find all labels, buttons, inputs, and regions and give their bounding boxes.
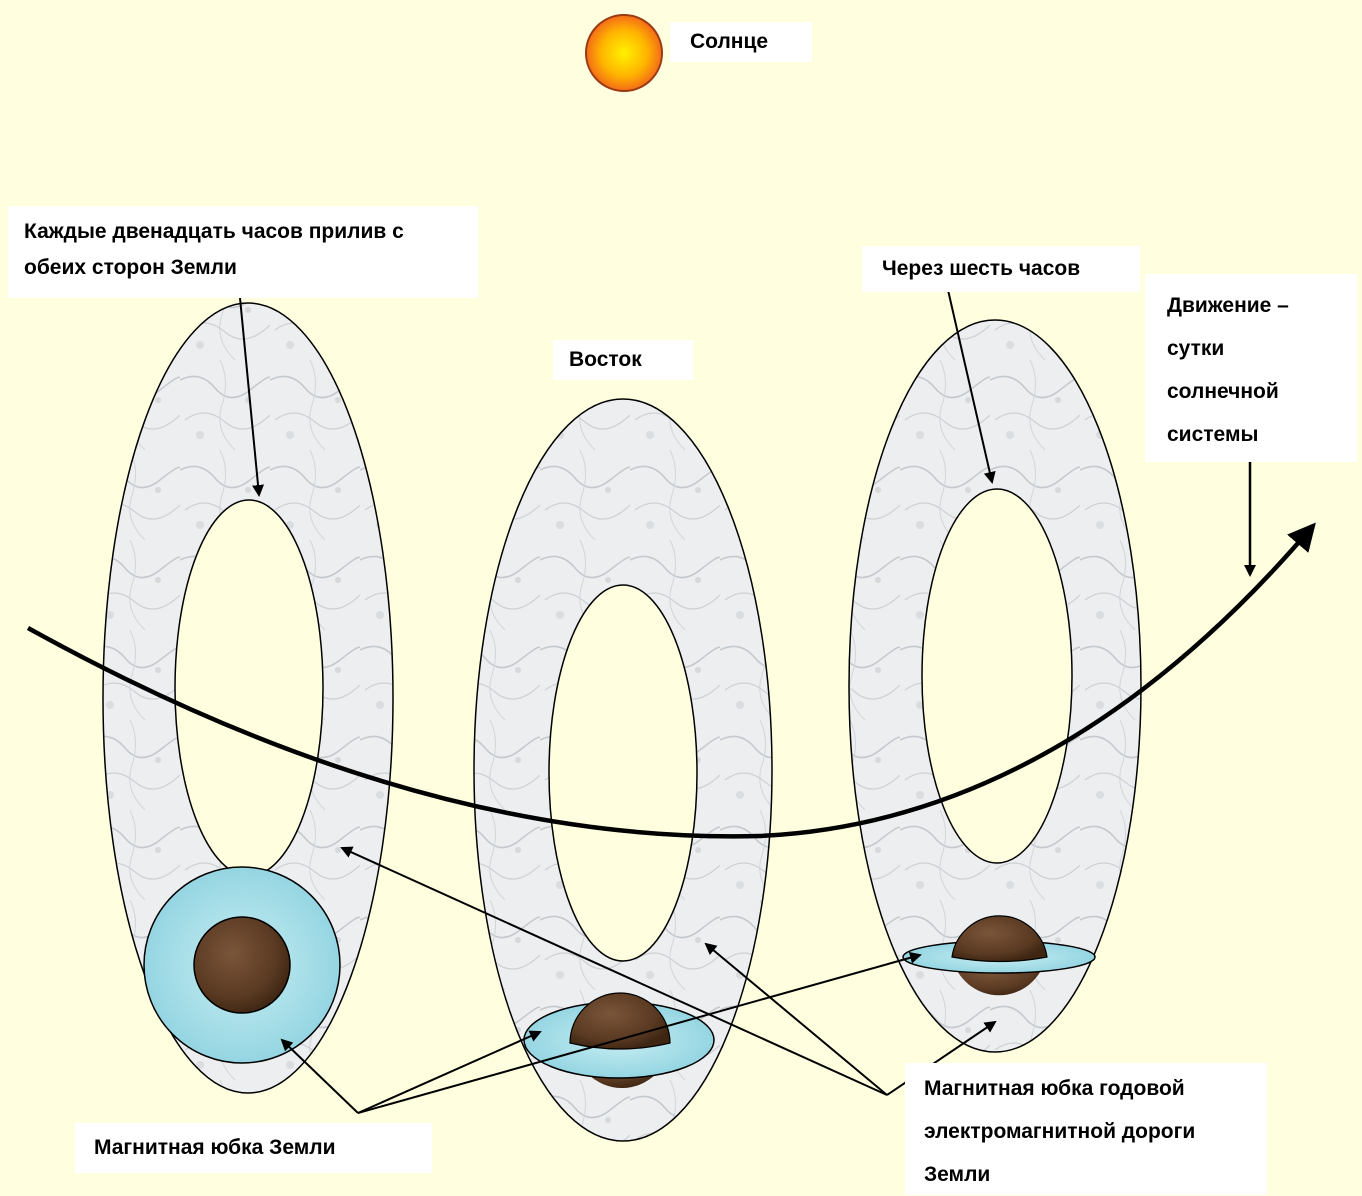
sun-label: Солнце (670, 22, 812, 62)
arrow-earth-skirt-left (282, 1040, 358, 1113)
road-skirt-label: Магнитная юбка годовой электромагнитной … (905, 1063, 1267, 1195)
tide-label: Каждые двенадцать часов прилив с обеих с… (8, 206, 478, 298)
motion-label: Движение – сутки солнечной системы (1145, 274, 1357, 462)
earth-skirt-label: Магнитная юбка Земли (75, 1123, 432, 1173)
east-label: Восток (553, 340, 693, 380)
sun-icon (586, 15, 662, 91)
earth-left (144, 867, 340, 1063)
six-hours-label: Через шесть часов (862, 246, 1140, 292)
arrow-earth-skirt-middle (358, 1032, 540, 1113)
